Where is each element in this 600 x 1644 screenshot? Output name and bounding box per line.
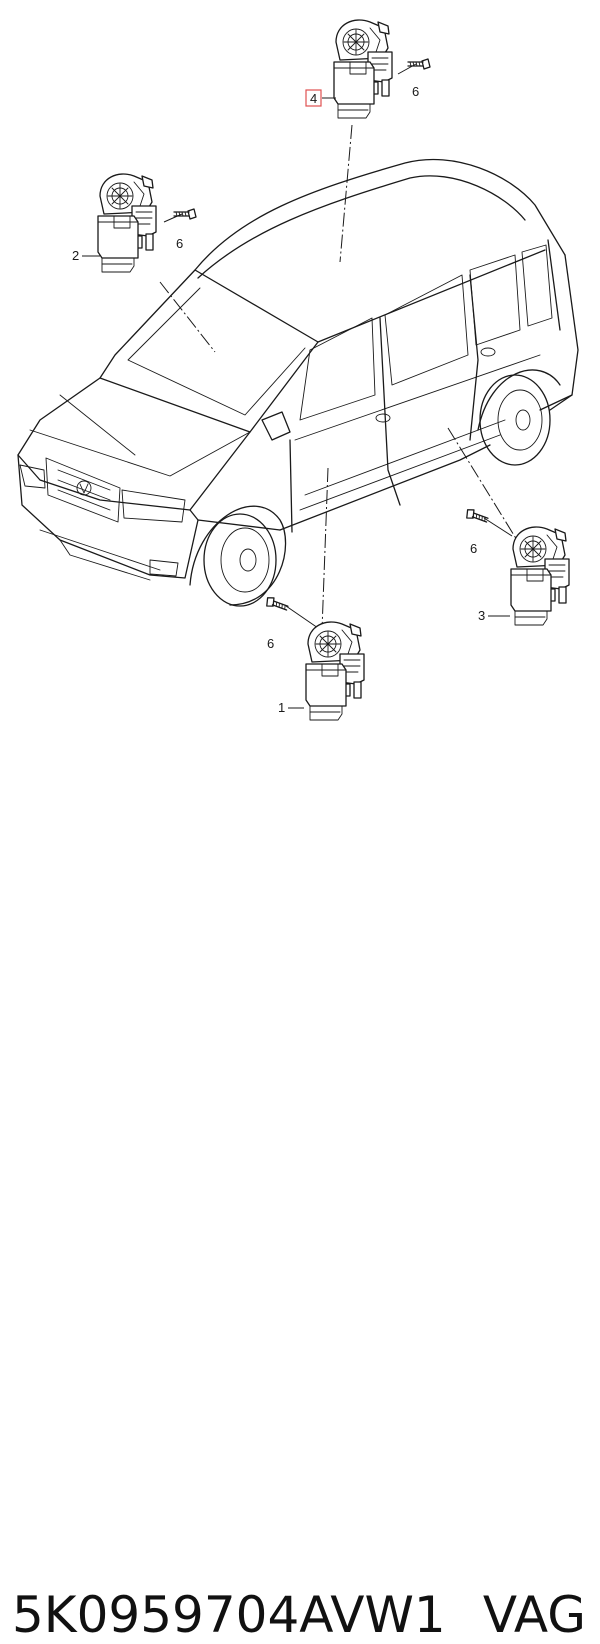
callout-4-label: 4	[310, 91, 317, 106]
leader-lines	[159, 63, 521, 631]
screw-top	[407, 58, 431, 70]
window-motor-4	[333, 19, 393, 119]
screw-left	[173, 208, 197, 220]
screw-bottom	[264, 595, 290, 614]
callout-6-left: 6	[176, 236, 183, 251]
callout-6-bottom: 6	[267, 636, 274, 651]
callout-3: 3	[478, 608, 485, 623]
screw-right	[464, 507, 490, 526]
part-number: 5K0959704AVW1	[12, 1586, 446, 1644]
window-motor-1	[305, 621, 365, 721]
window-motor-3	[510, 526, 570, 626]
caption-bar: 5K0959704AVW1 VAG	[0, 790, 600, 1644]
callout-4: 4	[305, 89, 336, 107]
callout-1: 1	[278, 700, 285, 715]
brand-name: VAG	[482, 1586, 586, 1644]
car-outline	[17, 158, 579, 607]
callout-6-right: 6	[470, 541, 477, 556]
window-motor-2	[97, 173, 157, 273]
callout-6-top: 6	[412, 84, 419, 99]
callout-2: 2	[72, 248, 79, 263]
exploded-parts-diagram: 4 6 2 6 3 6 1 6	[17, 19, 579, 721]
